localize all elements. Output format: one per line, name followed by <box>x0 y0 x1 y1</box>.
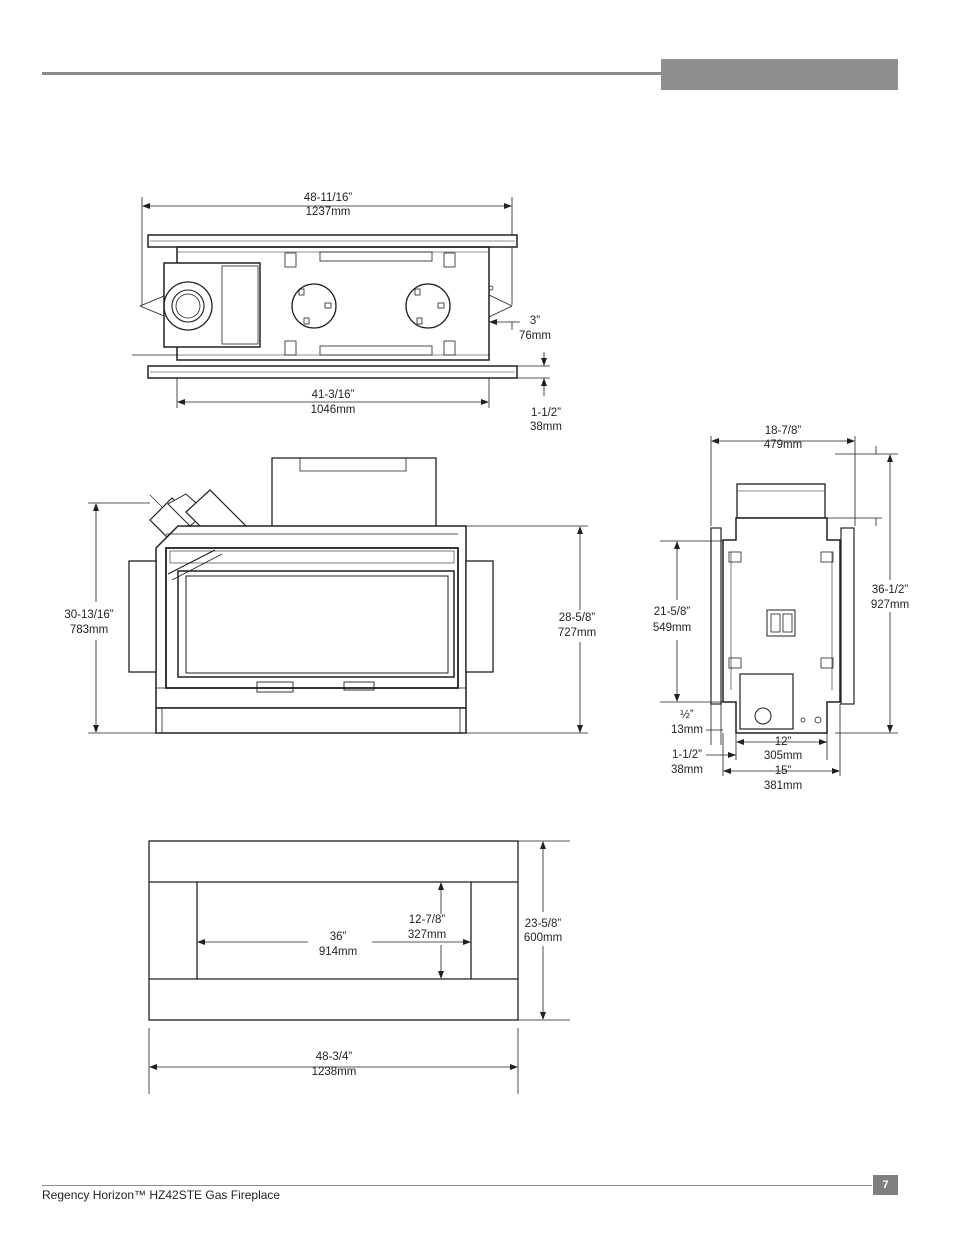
top-body-width-imperial: 41-3/16” <box>312 389 355 401</box>
faceplate-outer-width-metric: 1238mm <box>312 1066 357 1078</box>
side-depth-imperial: 18-7/8” <box>765 425 802 437</box>
section-tab <box>661 59 898 90</box>
top-side-offset-imperial: 3” <box>530 315 540 327</box>
faceplate-inner-height-metric: 327mm <box>408 929 446 941</box>
footer-rule <box>42 1185 872 1186</box>
side-base-overall-metric: 381mm <box>764 780 802 792</box>
footer-product-name: Regency Horizon™ HZ42STE Gas Fireplace <box>42 1188 281 1202</box>
side-flange-imperial: 1-1/2” <box>672 749 702 761</box>
front-overall-height-metric: 783mm <box>70 624 108 636</box>
top-overall-width-metric: 1237mm <box>306 206 351 218</box>
front-body-height-metric: 727mm <box>558 627 596 639</box>
top-flange-metric: 38mm <box>530 421 562 433</box>
faceplate-view: 12-7/8” 327mm 36” 914mm 23-5/8” 600mm 48… <box>148 840 570 1094</box>
top-overall-width-imperial: 48-11/16” <box>304 192 353 204</box>
top-flange-imperial: 1-1/2” <box>531 407 561 419</box>
side-base-depth-metric: 305mm <box>764 750 802 762</box>
side-base-depth-imperial: 12” <box>775 736 792 748</box>
top-side-offset-metric: 76mm <box>519 330 551 342</box>
side-half-inch-imperial: ½” <box>680 709 694 721</box>
side-half-inch-metric: 13mm <box>671 724 703 736</box>
side-mid-height-metric: 549mm <box>653 622 691 634</box>
faceplate-inner-width-imperial: 36” <box>330 931 347 943</box>
top-view: 48-11/16” 1237mm <box>132 192 562 433</box>
side-overall-height-imperial: 36-1/2” <box>872 584 909 596</box>
page-number: 7 <box>873 1175 898 1195</box>
faceplate-inner-height-imperial: 12-7/8” <box>409 914 446 926</box>
side-depth-metric: 479mm <box>764 439 802 451</box>
faceplate-outer-height-imperial: 23-5/8” <box>525 918 562 930</box>
side-overall-height-metric: 927mm <box>871 599 909 611</box>
faceplate-outer-width-imperial: 48-3/4” <box>316 1051 353 1063</box>
faceplate-inner-width-metric: 914mm <box>319 946 357 958</box>
front-body-height-imperial: 28-5/8” <box>559 612 596 624</box>
front-view: 30-13/16” 783mm 28-5/8” 727mm <box>64 457 596 734</box>
side-mid-height-imperial: 21-5/8” <box>654 606 691 618</box>
side-view: 18-7/8” 479mm 36-1/2” 927mm <box>653 425 909 792</box>
side-flange-metric: 38mm <box>671 764 703 776</box>
header-rule <box>42 72 662 75</box>
side-base-overall-imperial: 15” <box>775 765 792 777</box>
faceplate-outer-height-metric: 600mm <box>524 932 562 944</box>
top-body-width-metric: 1046mm <box>311 404 356 416</box>
front-overall-height-imperial: 30-13/16” <box>64 609 113 621</box>
